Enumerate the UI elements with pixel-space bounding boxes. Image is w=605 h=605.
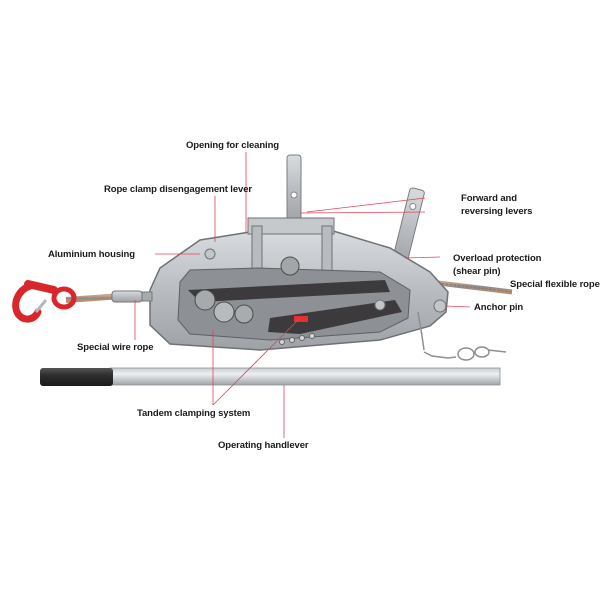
special-flexible-rope-shape	[429, 279, 513, 295]
label-tandem-clamping-system: Tandem clamping system	[137, 408, 251, 419]
label-overload-protection-line1: Overload protection	[453, 253, 542, 264]
label-opening-for-cleaning: Opening for cleaning	[186, 140, 280, 151]
forward-lever-shape	[286, 154, 302, 224]
label-rope-clamp-disengagement-lever: Rope clamp disengagement lever	[104, 184, 252, 195]
label-operating-handlever: Operating handlever	[218, 440, 309, 451]
hook-shape	[12, 280, 77, 323]
label-overload-protection-line2: (shear pin)	[453, 266, 501, 277]
label-anchor-pin: Anchor pin	[474, 302, 524, 313]
operating-handlever-shape	[40, 367, 501, 386]
label-forward-reversing-levers-line1: Forward and	[461, 193, 517, 204]
leader-lines	[134, 152, 471, 438]
label-aluminium-housing: Aluminium housing	[48, 249, 135, 260]
aluminium-housing-shape	[149, 217, 449, 351]
label-special-wire-rope: Special wire rope	[77, 342, 154, 353]
label-forward-reversing-levers-line2: reversing levers	[461, 206, 533, 217]
anchor-pin-shape	[433, 299, 447, 313]
anchor-chain-shape	[417, 311, 507, 361]
label-special-flexible-rope: Special flexible rope	[510, 279, 600, 290]
special-wire-rope-shape	[65, 290, 153, 303]
